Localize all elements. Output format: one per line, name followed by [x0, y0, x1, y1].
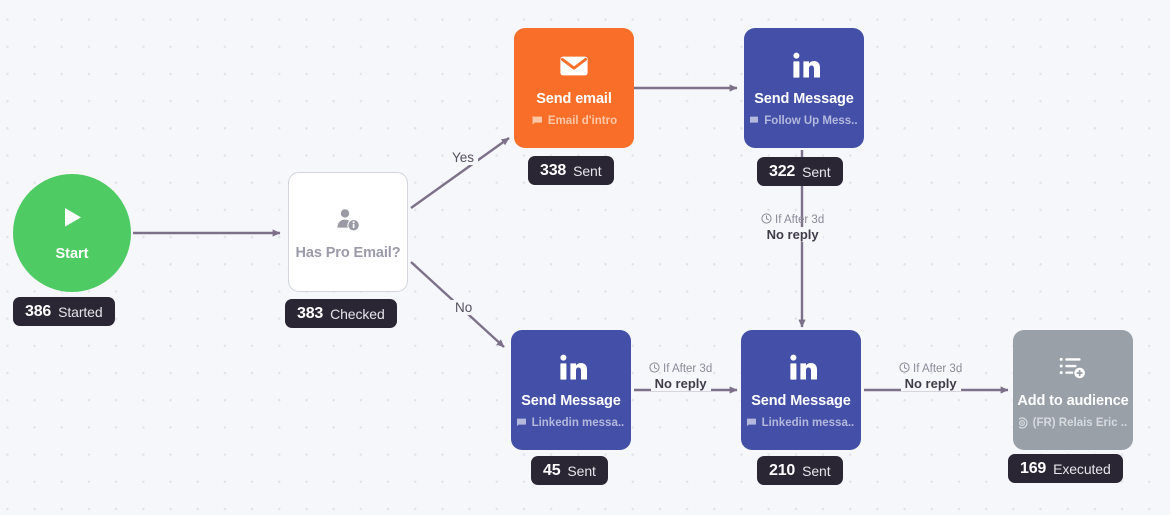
edge-label-yes: Yes: [448, 150, 479, 165]
start-label: Start: [55, 245, 89, 262]
badge-email-sent: 338 Sent: [528, 156, 614, 185]
edge-label-no: No: [451, 300, 477, 315]
node-title: Send Message: [751, 393, 851, 410]
badge-audience-executed: 169 Executed: [1008, 454, 1123, 483]
edge-label-text: No reply: [900, 376, 961, 391]
node-title: Add to audience: [1017, 393, 1129, 410]
node-title: Send Message: [521, 393, 621, 410]
edge-condition-text: If After 3d: [775, 214, 825, 226]
badge-count: 45: [543, 461, 561, 479]
badge-count: 210: [769, 461, 796, 479]
badge-label: Checked: [330, 305, 385, 322]
node-linkedin-message-1[interactable]: Send Message Linkedin messa...: [511, 330, 631, 450]
flag-icon: [517, 417, 527, 429]
badge-count: 338: [540, 161, 567, 179]
node-subtitle-row: Linkedin messa...: [747, 417, 855, 429]
node-subtitle-row: Follow Up Mess...: [750, 115, 858, 127]
node-add-to-audience[interactable]: Add to audience (FR) Relais Eric ...: [1013, 330, 1133, 450]
list-add-icon: [1058, 351, 1088, 385]
flag-icon: [531, 115, 543, 127]
badge-label: Sent: [573, 162, 602, 179]
node-subtitle-row: (FR) Relais Eric ...: [1019, 417, 1127, 429]
node-subtitle-row: Email d'intro: [531, 115, 617, 127]
badge-checked: 383 Checked: [285, 299, 397, 328]
target-icon: [1019, 417, 1028, 429]
edge-condition-text: If After 3d: [913, 363, 963, 375]
node-title: Has Pro Email?: [295, 244, 401, 261]
linkedin-icon: [554, 351, 588, 385]
badge-count: 386: [25, 302, 52, 320]
badge-label: Sent: [567, 462, 596, 479]
node-subtitle: Follow Up Mess...: [764, 114, 858, 127]
badge-label: Sent: [802, 163, 831, 180]
linkedin-icon: [784, 351, 818, 385]
badge-label: Executed: [1053, 460, 1111, 477]
node-title: Send email: [536, 91, 612, 108]
edge-label-delay-down: If After 3d No reply: [761, 213, 824, 242]
edge-condition-row: If After 3d: [899, 362, 962, 376]
flag-icon: [747, 417, 757, 429]
clock-icon: [899, 362, 910, 376]
badge-label: Sent: [802, 462, 831, 479]
play-icon: [59, 205, 85, 236]
node-send-email[interactable]: Send email Email d'intro: [514, 28, 634, 148]
node-start[interactable]: Start: [13, 174, 131, 292]
envelope-icon: [559, 49, 589, 83]
edge-condition-row: If After 3d: [649, 362, 712, 376]
clock-icon: [649, 362, 660, 376]
node-follow-up-message[interactable]: Send Message Follow Up Mess...: [744, 28, 864, 148]
badge-count: 322: [769, 162, 796, 180]
badge-followup-sent: 322 Sent: [757, 157, 843, 186]
person-info-icon: [333, 203, 363, 237]
node-subtitle: Linkedin messa...: [761, 416, 855, 429]
flag-icon: [750, 115, 759, 127]
node-title: Send Message: [754, 91, 854, 108]
edge-condition-row: If After 3d: [761, 213, 824, 227]
edge-label-text: No: [451, 300, 477, 315]
node-subtitle: Email d'intro: [547, 114, 618, 127]
edge-condition-to-email: [410, 137, 510, 209]
edge-label-delay-right: If After 3d No reply: [899, 362, 962, 391]
clock-icon: [761, 213, 772, 227]
edge-label-text: No reply: [650, 376, 711, 391]
badge-label: Started: [58, 303, 103, 320]
node-linkedin-message-2[interactable]: Send Message Linkedin messa...: [741, 330, 861, 450]
node-subtitle: (FR) Relais Eric ...: [1032, 416, 1127, 429]
edge-label-text: Yes: [448, 150, 479, 165]
badge-linkedin1-sent: 45 Sent: [531, 456, 608, 485]
node-subtitle-row: Linkedin messa...: [517, 417, 625, 429]
node-has-pro-email[interactable]: Has Pro Email?: [288, 172, 408, 292]
badge-count: 169: [1020, 459, 1047, 477]
edge-condition-text: If After 3d: [663, 363, 713, 375]
badge-count: 383: [297, 304, 324, 322]
linkedin-icon: [787, 49, 821, 83]
edge-label-delay-mid: If After 3d No reply: [649, 362, 712, 391]
badge-linkedin2-sent: 210 Sent: [757, 456, 843, 485]
edge-label-text: No reply: [762, 227, 823, 242]
badge-started: 386 Started: [13, 297, 115, 326]
node-subtitle: Linkedin messa...: [531, 416, 625, 429]
